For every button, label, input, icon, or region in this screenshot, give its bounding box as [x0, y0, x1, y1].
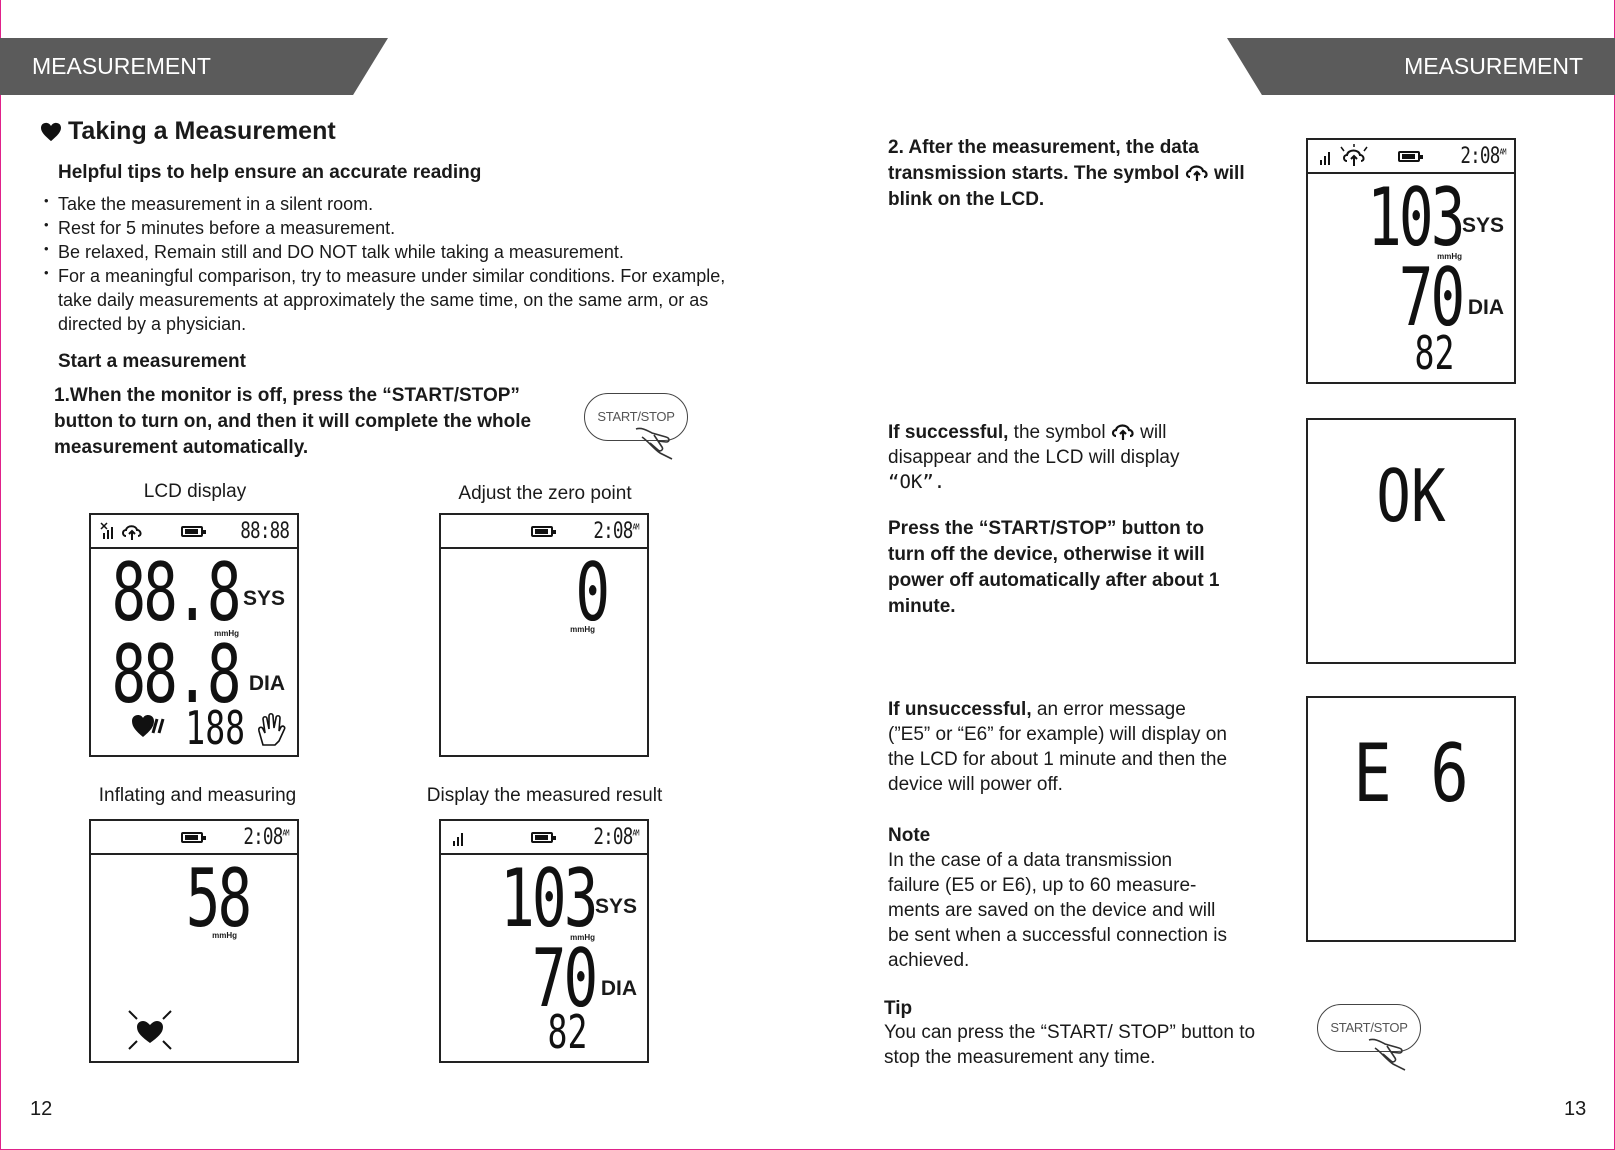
lcd-sys-label: SYS [242, 587, 285, 610]
lcd-ok-value: OK [1376, 454, 1446, 538]
lcd-unit: mmHg [1437, 252, 1462, 261]
tip-text: You can press the “START/ STOP” button t… [884, 1022, 1256, 1068]
lcd-dia-label: DIA [1467, 296, 1504, 319]
header-right: MEASUREMENT [1227, 38, 1615, 95]
lcd-sys-label: SYS [1461, 214, 1504, 237]
lcd-sys-value: 88.8 [111, 546, 242, 639]
tip-item: For a meaningful comparison, try to meas… [44, 261, 734, 336]
tip-item: Be relaxed, Remain still and DO NOT talk… [44, 237, 734, 264]
start-heading: Start a measurement [58, 351, 246, 372]
note-heading: Note [888, 825, 931, 846]
signal-icon [453, 833, 463, 846]
lcd-dia-label: DIA [248, 672, 285, 695]
lcd-dia-value: 70 [531, 932, 597, 1025]
cloud-upload-icon [1111, 424, 1134, 440]
battery-icon [531, 526, 556, 537]
caption-zero: Adjust the zero point [458, 483, 632, 504]
lcd-unit: mmHg [212, 931, 237, 940]
fail-text: If unsuccessful, an error message (”E5” … [888, 699, 1228, 795]
title-text: Taking a Measurement [68, 117, 336, 145]
lcd-pulse-value: 188 [185, 701, 245, 755]
page-number-right: 13 [1564, 1098, 1587, 1120]
battery-icon [1398, 151, 1423, 162]
lcd-pressure-value: 58 [185, 852, 251, 945]
caption-inflating: Inflating and measuring [98, 785, 297, 806]
pulse-heart-icon [128, 1010, 172, 1050]
heartbeat-icon [132, 715, 165, 737]
lcd-error-display: E 6 [1306, 696, 1516, 942]
start-stop-button-illustration: START/STOP [584, 393, 696, 463]
cloud-upload-icon [122, 525, 142, 540]
lcd-zero-display: 2:08AM 0 mmHg [439, 513, 649, 757]
lcd-dia-value: 70 [1398, 251, 1464, 344]
header-left: MEASUREMENT [0, 38, 388, 95]
signal-icon [1320, 152, 1330, 165]
lcd-ok-display: OK [1306, 418, 1516, 664]
lcd-zero-value: 0 [575, 546, 610, 639]
cloud-upload-blinking-icon [1340, 144, 1368, 166]
tips-list: Take the measurement in a silent room. R… [44, 189, 734, 336]
lcd-unit: mmHg [570, 625, 595, 634]
lcd-result-display: 2:08AM 103 SYS mmHg 70 DIA 82 [439, 819, 649, 1063]
lcd-error-value: E 6 [1353, 727, 1469, 820]
lcd-pulse-value: 82 [547, 1005, 587, 1059]
page-number-left: 12 [30, 1098, 53, 1120]
caption-lcd: LCD display [143, 481, 247, 502]
note-text: In the case of a data transmission failu… [888, 850, 1228, 971]
lcd-sys-value: 103 [1366, 171, 1465, 264]
lcd-unit: mmHg [214, 629, 239, 638]
lcd-time: 2:08AM [593, 825, 640, 850]
step2-text: 2. After the measurement, the data trans… [888, 137, 1245, 210]
press-text: Press the “START/STOP” button to turn of… [888, 518, 1220, 617]
lcd-time: 2:08AM [593, 519, 640, 544]
caption-result: Display the measured result [426, 785, 663, 806]
start-stop-label: START/STOP [584, 393, 688, 441]
battery-icon [181, 526, 206, 537]
lcd-transmit-display: 2:08AM 103 SYS mmHg 70 DIA 82 [1306, 138, 1516, 384]
tip-item: Take the measurement in a silent room. [44, 189, 734, 216]
tip-item: Rest for 5 minutes before a measurement. [44, 213, 734, 240]
start-stop-label: START/STOP [1317, 1004, 1421, 1052]
tip-heading: Tip [884, 998, 913, 1019]
heart-icon [41, 122, 61, 141]
signal-icon [100, 522, 113, 539]
pressing-finger-icon [1368, 1038, 1406, 1071]
battery-icon [531, 832, 556, 843]
step1-text: 1.When the monitor is off, press the “ST… [54, 385, 532, 458]
lcd-full-display: 88:88 88.8 SYS mmHg 88.8 DIA 188 [89, 513, 299, 757]
lcd-pulse-value: 82 [1414, 326, 1454, 380]
cloud-upload-icon [1185, 165, 1208, 181]
lcd-time: 2:08AM [243, 825, 290, 850]
success-text: If successful, the symbol will disappear… [888, 422, 1180, 493]
start-stop-button-illustration: START/STOP [1317, 1004, 1429, 1074]
lcd-sys-value: 103 [499, 852, 598, 945]
page-title: Taking a Measurement [40, 117, 336, 146]
lcd-sys-label: SYS [594, 895, 637, 918]
hand-icon [258, 712, 286, 746]
lcd-dia-value: 88.8 [111, 628, 242, 721]
tips-heading: Helpful tips to help ensure an accurate … [58, 162, 482, 183]
lcd-inflating-display: 2:08AM 58 mmHg [89, 819, 299, 1063]
battery-icon [181, 832, 206, 843]
lcd-time: 88:88 [240, 519, 290, 544]
lcd-dia-label: DIA [600, 977, 637, 1000]
lcd-unit: mmHg [570, 933, 595, 942]
pressing-finger-icon [635, 427, 673, 460]
lcd-time: 2:08AM [1460, 144, 1507, 169]
